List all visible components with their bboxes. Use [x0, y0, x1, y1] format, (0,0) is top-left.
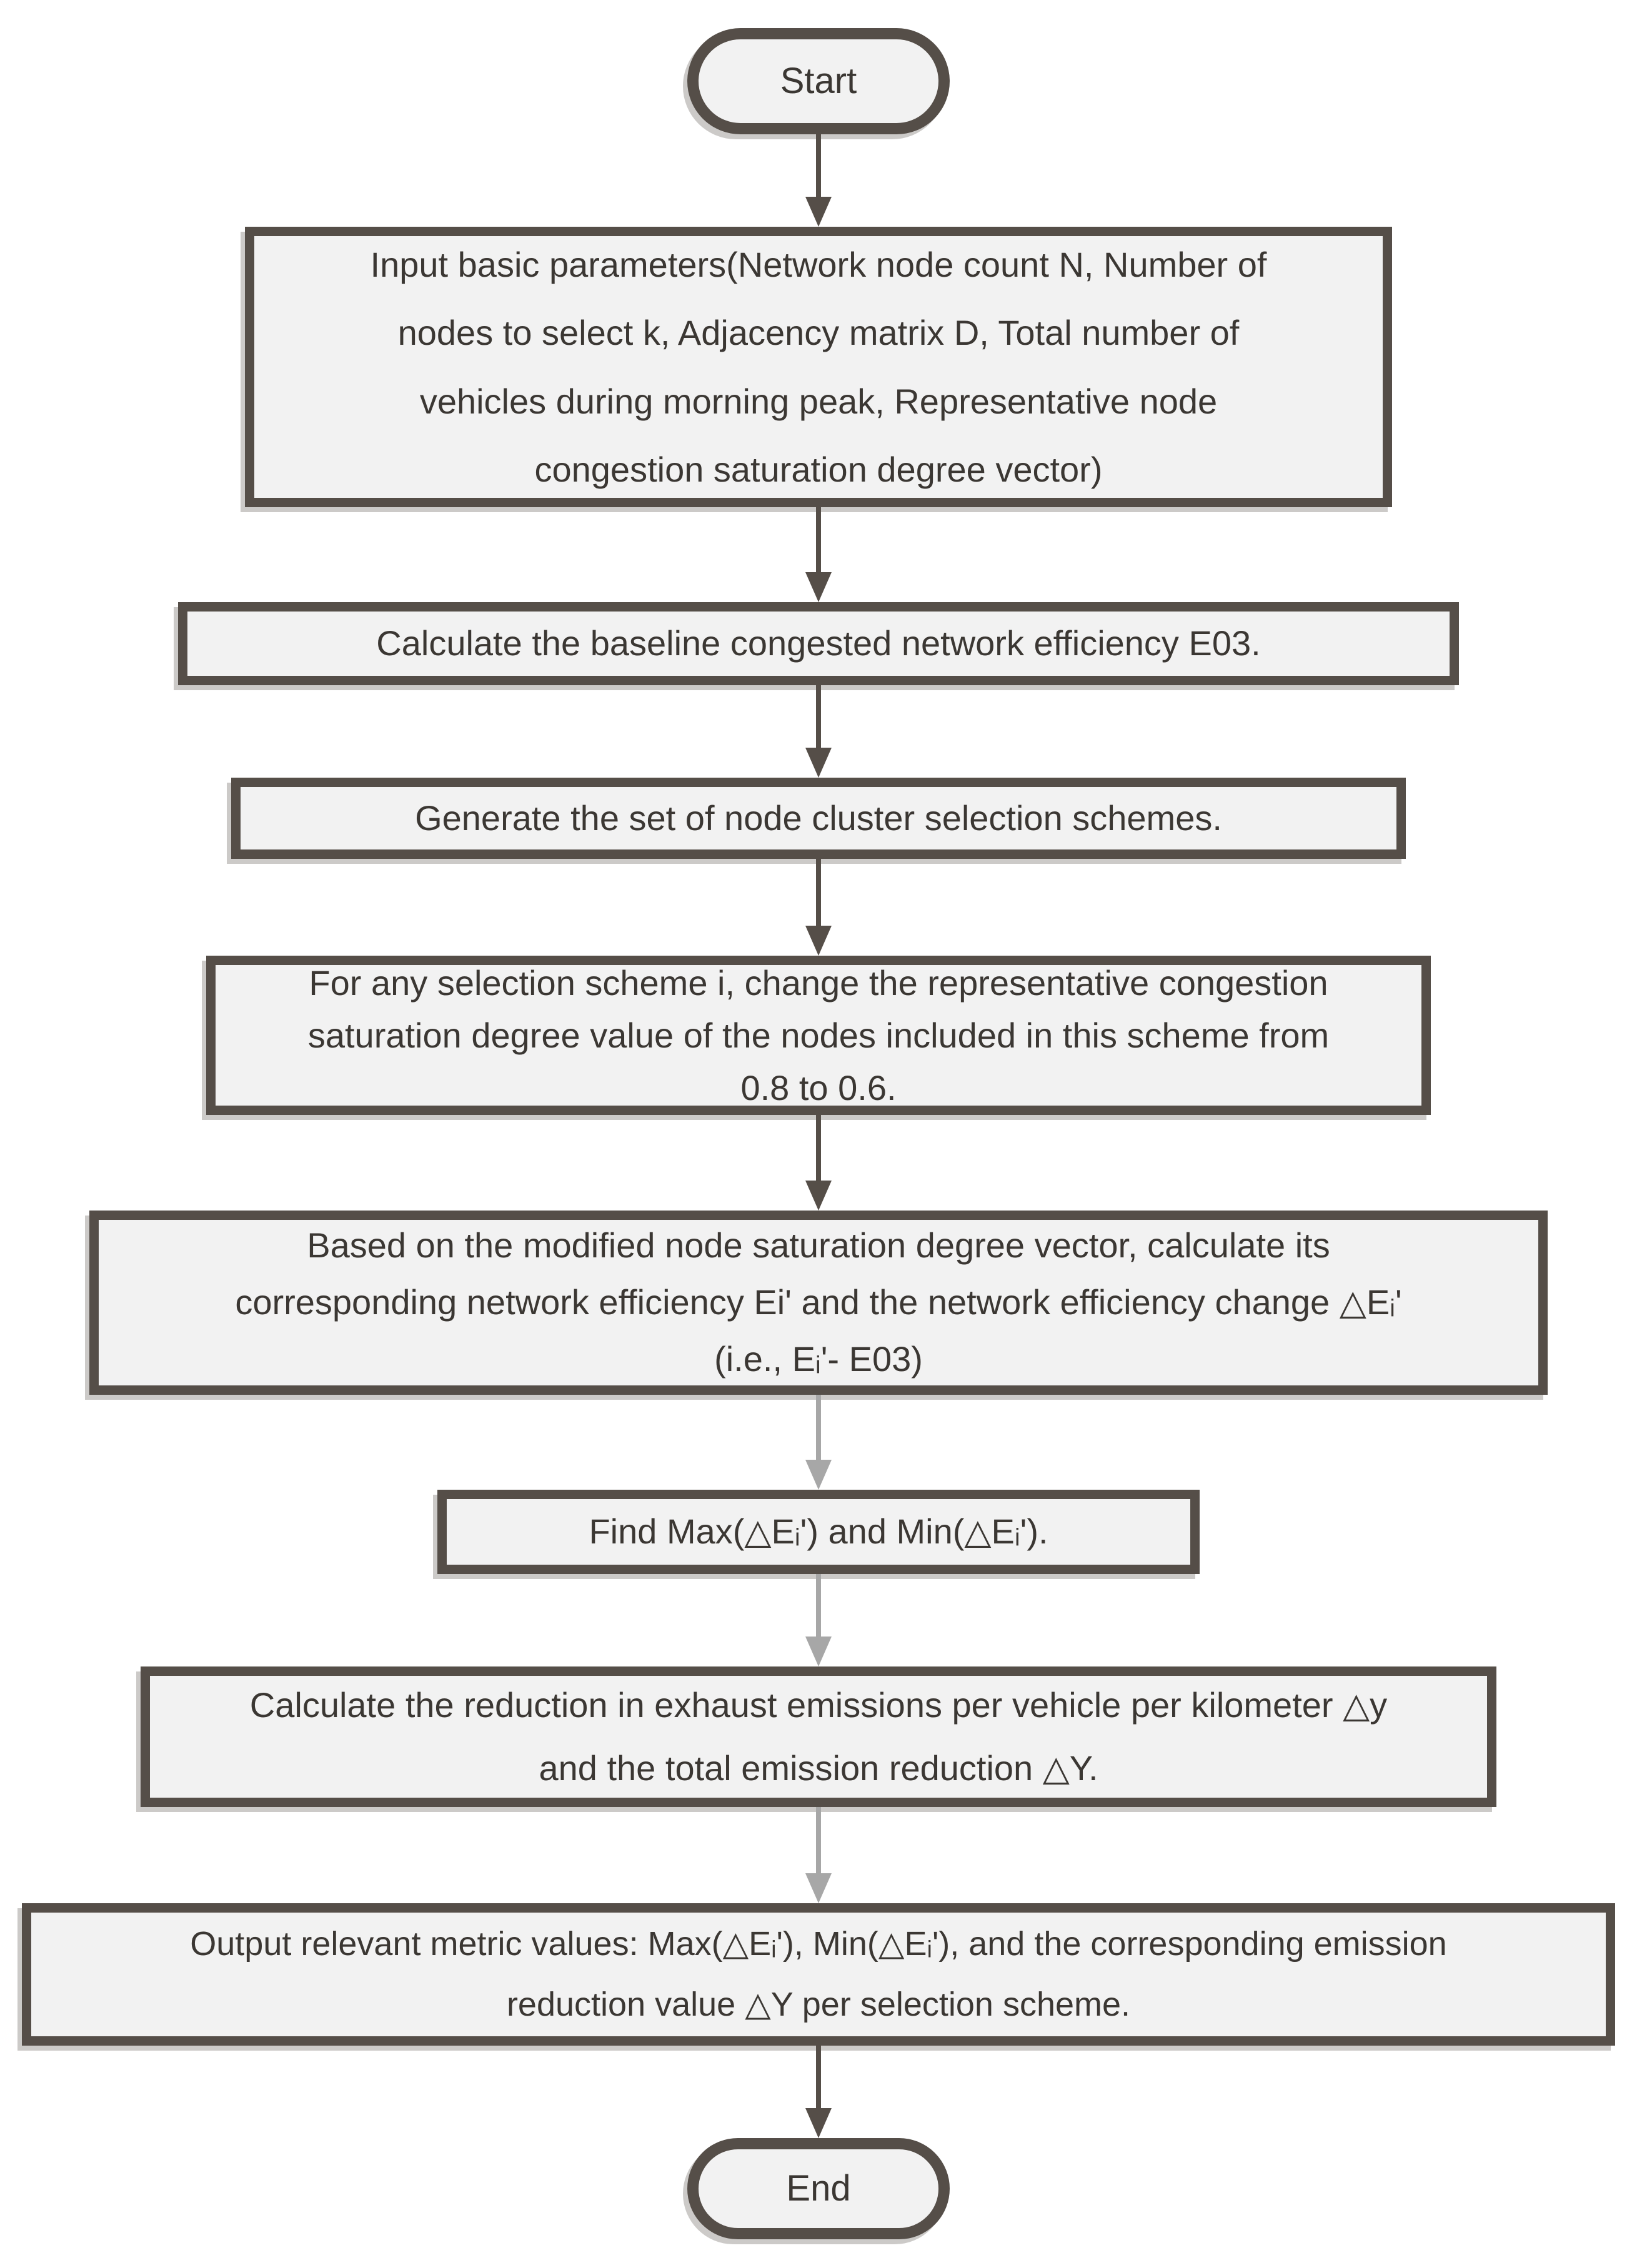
input-parameters-box: Input basic parameters(Network node coun…	[245, 227, 1392, 507]
arrow-stem	[816, 2046, 821, 2111]
arrow-emission-to-output	[805, 1807, 832, 1903]
arrow-baseline-to-generate	[805, 685, 832, 778]
arrow-findmaxmin-to-emission	[805, 1574, 832, 1666]
calculate-efficiency-change-label: Based on the modified node saturation de…	[235, 1226, 1402, 1379]
arrow-modify-to-efficiency	[805, 1115, 832, 1211]
arrow-head-icon	[805, 1460, 832, 1490]
end-terminal: End	[687, 2138, 950, 2239]
arrow-head-icon	[805, 926, 832, 956]
emission-reduction-label: Calculate the reduction in exhaust emiss…	[249, 1685, 1388, 1788]
arrow-head-icon	[805, 1181, 832, 1211]
find-max-min-label: Find Max(△Eᵢ') and Min(△Eᵢ').	[589, 1512, 1048, 1552]
baseline-efficiency-box: Calculate the baseline congested network…	[178, 602, 1459, 685]
generate-schemes-label: Generate the set of node cluster selecti…	[415, 798, 1222, 838]
find-max-min-box: Find Max(△Eᵢ') and Min(△Eᵢ').	[437, 1490, 1200, 1574]
arrow-head-icon	[805, 2108, 832, 2138]
start-terminal: Start	[687, 28, 950, 134]
arrow-stem	[816, 134, 821, 199]
arrow-stem	[816, 1574, 821, 1639]
baseline-efficiency-label: Calculate the baseline congested network…	[376, 623, 1261, 663]
input-parameters-label: Input basic parameters(Network node coun…	[370, 245, 1267, 489]
output-metrics-box: Output relevant metric values: Max(△Eᵢ')…	[22, 1903, 1615, 2046]
arrow-head-icon	[805, 1873, 832, 1903]
arrow-input-to-baseline	[805, 507, 832, 602]
arrow-stem	[816, 685, 821, 750]
emission-reduction-box: Calculate the reduction in exhaust emiss…	[141, 1666, 1496, 1807]
arrow-head-icon	[805, 748, 832, 778]
calculate-efficiency-change-box: Based on the modified node saturation de…	[89, 1211, 1548, 1395]
arrow-head-icon	[805, 197, 832, 227]
arrow-efficiency-to-findmaxmin	[805, 1395, 832, 1490]
arrow-stem	[816, 859, 821, 928]
arrow-stem	[816, 1395, 821, 1462]
modify-saturation-box: For any selection scheme i, change the r…	[206, 956, 1431, 1115]
arrow-head-icon	[805, 572, 832, 602]
arrow-stem	[816, 1115, 821, 1183]
arrow-generate-to-modify	[805, 859, 832, 956]
modify-saturation-label: For any selection scheme i, change the r…	[307, 963, 1330, 1107]
end-label: End	[786, 2168, 851, 2209]
arrow-start-to-input	[805, 134, 832, 227]
arrow-stem	[816, 1807, 821, 1876]
generate-schemes-box: Generate the set of node cluster selecti…	[231, 778, 1406, 859]
arrow-output-to-end	[805, 2046, 832, 2138]
arrow-head-icon	[805, 1637, 832, 1666]
start-label: Start	[780, 61, 857, 102]
arrow-stem	[816, 507, 821, 575]
output-metrics-label: Output relevant metric values: Max(△Eᵢ')…	[190, 1924, 1447, 2023]
